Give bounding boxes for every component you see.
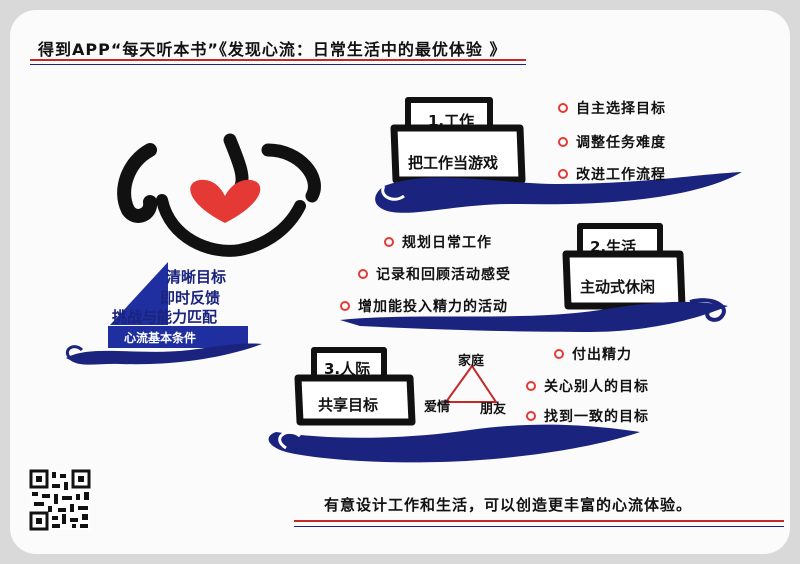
relation-subtitle: 共享目标 [318, 396, 379, 414]
wave-icon [66, 343, 262, 365]
condition-clear-goals: 清晰目标 [166, 268, 227, 286]
title-underline-navy [30, 64, 526, 65]
heart-icon [190, 179, 261, 223]
title-underline-red [30, 59, 526, 61]
relation-box [268, 347, 640, 463]
conclusion-text: 有意设计工作和生活，可以创造更丰富的心流体验。 [324, 496, 693, 514]
life-box [340, 223, 728, 332]
qr-code-icon [29, 469, 91, 531]
relation-item: 关心别人的目标 [526, 376, 649, 396]
work-subtitle: 把工作当游戏 [408, 154, 499, 172]
relation-item: 付出精力 [554, 344, 632, 364]
life-subtitle: 主动式休闲 [580, 278, 656, 296]
work-item: 改进工作流程 [558, 164, 666, 184]
conditions-triangle [110, 262, 168, 325]
conditions-caption-bar [108, 326, 248, 348]
life-title: 2.生活 [590, 238, 637, 256]
work-item: 自主选择目标 [558, 98, 666, 118]
condition-challenge-skill: 挑战与能力匹配 [112, 308, 218, 326]
relation-triangle [444, 364, 498, 403]
triangle-label-friends: 朋友 [480, 402, 507, 417]
life-item: 记录和回顾活动感受 [358, 264, 511, 284]
life-item: 增加能投入精力的活动 [340, 296, 508, 316]
condition-instant-feedback: 即时反馈 [160, 289, 221, 307]
page-title: 得到APP“每天听本书”《发现心流：日常生活中的最优体验 》 [38, 40, 507, 59]
work-box [375, 97, 742, 213]
triangle-label-family: 家庭 [458, 354, 485, 369]
heart-logo [117, 133, 321, 257]
work-title: 1.工作 [428, 112, 475, 130]
life-item: 规划日常工作 [384, 232, 492, 252]
work-item: 调整任务难度 [558, 132, 666, 152]
conditions-caption: 心流基本条件 [124, 331, 197, 345]
relation-title: 3.人际 [324, 360, 371, 378]
conclusion-underline-red [294, 520, 784, 522]
relation-item: 找到一致的目标 [526, 406, 649, 426]
triangle-label-love: 爱情 [424, 400, 451, 415]
conclusion-underline-navy [294, 526, 784, 527]
